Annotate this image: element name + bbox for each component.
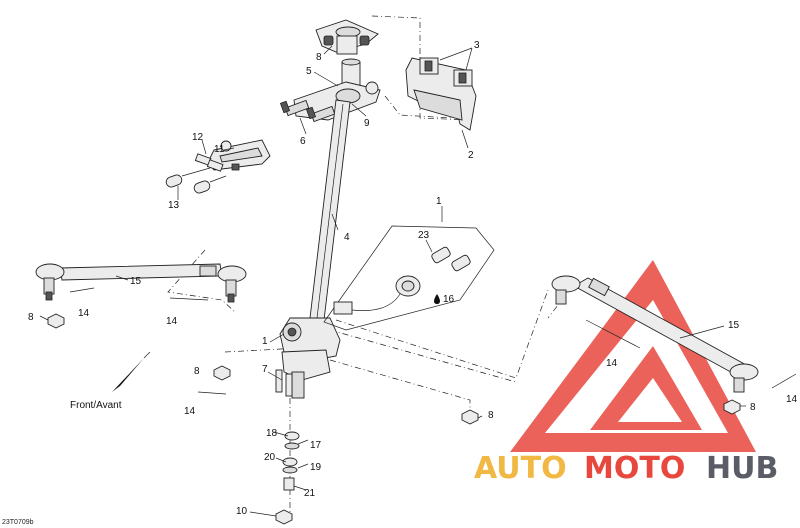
lower-column-yoke <box>275 317 341 399</box>
callout-14-yoke: 14 <box>184 406 196 417</box>
nut-yoke <box>213 365 231 381</box>
callout-15-right: 15 <box>728 320 740 331</box>
washer-17 <box>284 442 300 450</box>
callout-6: 6 <box>300 136 306 147</box>
callout-21: 21 <box>304 488 316 499</box>
washer-20 <box>282 457 298 467</box>
connector-bracket <box>405 57 477 131</box>
callout-7: 7 <box>262 364 268 375</box>
watermark-moto: MOTO <box>584 451 685 486</box>
callout-5: 5 <box>306 66 312 77</box>
callout-18: 18 <box>266 428 278 439</box>
bushing-21 <box>283 477 295 491</box>
callout-11: 11 <box>214 144 225 155</box>
callout-labels: 1 1 2 3 4 5 6 7 8 8 8 8 8 9 10 11 12 13 … <box>2 40 798 526</box>
callout-9: 9 <box>364 118 370 129</box>
callout-12: 12 <box>192 132 204 143</box>
callout-16: 16 <box>443 294 455 305</box>
callout-19: 19 <box>310 462 322 473</box>
callout-10: 10 <box>236 506 248 517</box>
nut-left <box>47 313 65 329</box>
right-tie-rod <box>551 275 759 393</box>
callout-20: 20 <box>264 452 276 463</box>
callout-17: 17 <box>310 440 322 451</box>
washer-18 <box>284 431 300 441</box>
callout-4: 4 <box>344 232 350 243</box>
callout-1-kit: 1 <box>436 196 442 207</box>
callout-14-mid: 14 <box>166 316 178 327</box>
callout-14-right-mid: 14 <box>606 358 618 369</box>
nut-right-low <box>461 409 479 425</box>
left-tie-rod <box>35 263 247 303</box>
washer-19 <box>282 466 298 474</box>
automotohub-logo-triangle <box>510 260 756 452</box>
callout-14-right: 14 <box>786 394 798 405</box>
automotohub-watermark: AUTO MOTO HUB <box>474 451 778 486</box>
front-direction-arrow <box>112 351 151 392</box>
callout-3: 3 <box>474 40 480 51</box>
callout-8-yoke: 8 <box>194 366 200 377</box>
leader-lines <box>39 45 746 517</box>
oil-drop-icon <box>434 294 440 304</box>
nut-10 <box>275 509 293 525</box>
callout-2: 2 <box>468 150 474 161</box>
pivot-bracket <box>165 139 271 194</box>
ignition-switch-kit <box>323 225 495 331</box>
steering-support-bracket <box>315 19 379 87</box>
callout-8-left: 8 <box>28 312 34 323</box>
watermark-auto: AUTO <box>474 451 567 486</box>
callout-8-top: 8 <box>316 52 322 63</box>
diagram-code: 23T0709b <box>2 519 34 526</box>
callout-15-left: 15 <box>130 276 142 287</box>
callout-1-yoke: 1 <box>262 336 268 347</box>
callout-23: 23 <box>418 230 430 241</box>
callout-14-left: 14 <box>78 308 90 319</box>
callout-8-right: 8 <box>750 402 756 413</box>
callout-8-bottom: 8 <box>488 410 494 421</box>
fasteners <box>47 313 741 525</box>
cotter-pins <box>69 287 797 395</box>
steering-column <box>309 99 351 321</box>
watermark-hub: HUB <box>706 451 778 486</box>
callout-13: 13 <box>168 200 180 211</box>
front-avant-label: Front/Avant <box>70 400 122 411</box>
nut-right <box>723 399 741 415</box>
